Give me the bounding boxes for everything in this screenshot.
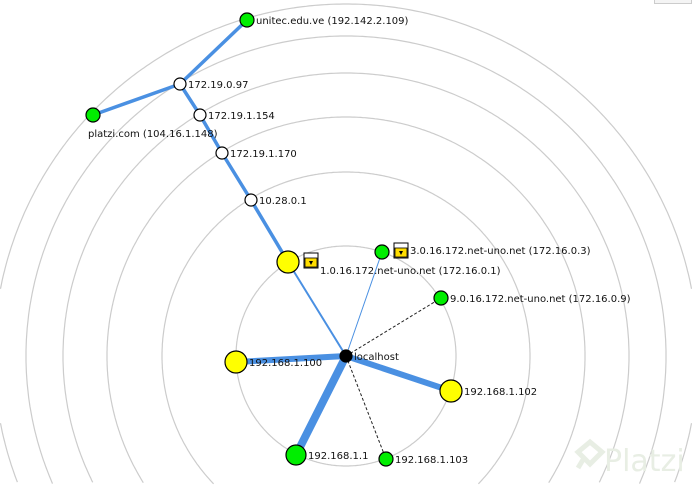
lock-icon bbox=[393, 242, 409, 259]
host-node-n3[interactable]: 3.0.16.172.net-uno.net (172.16.0.3) bbox=[374, 242, 591, 260]
host-node-r154[interactable]: 172.19.1.154 bbox=[193, 108, 275, 122]
host-node-r170[interactable]: 172.19.1.170 bbox=[215, 146, 297, 160]
host-circle[interactable] bbox=[276, 250, 300, 274]
watermark-text: Platzi bbox=[604, 444, 685, 479]
edges bbox=[91, 18, 454, 460]
edge-localhost-h1 bbox=[292, 352, 350, 459]
host-node-n9[interactable]: 9.0.16.172.net-uno.net (172.16.0.9) bbox=[433, 290, 631, 306]
host-label: 192.168.1.103 bbox=[395, 455, 468, 466]
host-label: 192.168.1.1 bbox=[308, 451, 368, 462]
distance-ring bbox=[62, 72, 630, 483]
host-circle[interactable] bbox=[215, 146, 229, 160]
host-label: 9.0.16.172.net-uno.net (172.16.0.9) bbox=[450, 294, 631, 305]
host-label: 3.0.16.172.net-uno.net (172.16.0.3) bbox=[410, 246, 591, 257]
host-label: 172.19.1.154 bbox=[208, 111, 275, 122]
host-circle[interactable] bbox=[173, 77, 187, 91]
host-label: 192.168.1.100 bbox=[249, 358, 322, 369]
host-label: platzi.com (104.16.1.148) bbox=[88, 129, 218, 140]
host-circle[interactable] bbox=[224, 350, 248, 374]
edge-r170-r154 bbox=[198, 113, 224, 155]
host-circle[interactable] bbox=[239, 12, 255, 28]
platzi-watermark: Platzi bbox=[574, 438, 685, 479]
edge-localhost-h102 bbox=[343, 353, 454, 394]
host-circle[interactable] bbox=[285, 444, 307, 466]
host-circle[interactable] bbox=[439, 379, 463, 403]
host-node-h1[interactable]: 192.168.1.1 bbox=[285, 444, 368, 466]
lock-icon bbox=[303, 252, 319, 269]
host-node-r97[interactable]: 172.19.0.97 bbox=[173, 77, 248, 91]
host-label: unitec.edu.ve (192.142.2.109) bbox=[256, 16, 409, 27]
nodes: localhost 1.0.16.172.net-uno.net (172.16.… bbox=[85, 12, 631, 467]
host-label: 1.0.16.172.net-uno.net (172.16.0.1) bbox=[320, 266, 501, 277]
host-node-localhost[interactable]: localhost bbox=[339, 349, 399, 363]
edge-localhost-n9 bbox=[345, 297, 442, 357]
host-label: 172.19.0.97 bbox=[188, 80, 248, 91]
host-label: 10.28.0.1 bbox=[259, 196, 307, 207]
host-circle[interactable] bbox=[374, 244, 390, 260]
host-circle[interactable] bbox=[339, 349, 353, 363]
edge-r97-unitec bbox=[178, 18, 249, 86]
host-circle[interactable] bbox=[433, 290, 449, 306]
edge-localhost-n3 bbox=[345, 251, 383, 357]
distance-ring bbox=[25, 35, 667, 484]
edge-localhost-gw bbox=[287, 261, 347, 357]
host-node-r10[interactable]: 10.28.0.1 bbox=[244, 193, 307, 207]
host-circle[interactable] bbox=[85, 107, 101, 123]
edge-localhost-h100 bbox=[233, 353, 349, 365]
host-circle[interactable] bbox=[244, 193, 258, 207]
edge-r97-platzi bbox=[91, 82, 182, 117]
host-label: localhost bbox=[354, 352, 399, 363]
distance-ring bbox=[0, 3, 692, 483]
host-node-h103[interactable]: 192.168.1.103 bbox=[378, 451, 468, 467]
distance-rings bbox=[0, 3, 692, 485]
host-node-platzi[interactable]: platzi.com (104.16.1.148) bbox=[85, 107, 218, 140]
host-circle[interactable] bbox=[378, 451, 394, 467]
host-label: 172.19.1.170 bbox=[230, 149, 297, 160]
edge-r10-r170 bbox=[220, 151, 253, 202]
distance-ring bbox=[161, 171, 531, 485]
host-node-h100[interactable]: 192.168.1.100 bbox=[224, 350, 322, 374]
host-node-gw[interactable]: 1.0.16.172.net-uno.net (172.16.0.1) bbox=[276, 250, 501, 277]
host-node-h102[interactable]: 192.168.1.102 bbox=[439, 379, 537, 403]
distance-ring bbox=[106, 116, 586, 484]
host-circle[interactable] bbox=[193, 108, 207, 122]
host-label: 192.168.1.102 bbox=[464, 387, 537, 398]
edge-gw-r10 bbox=[249, 198, 290, 264]
corner-control[interactable] bbox=[654, 0, 692, 4]
edge-localhost-h103 bbox=[345, 355, 387, 460]
host-node-unitec[interactable]: unitec.edu.ve (192.142.2.109) bbox=[239, 12, 409, 28]
